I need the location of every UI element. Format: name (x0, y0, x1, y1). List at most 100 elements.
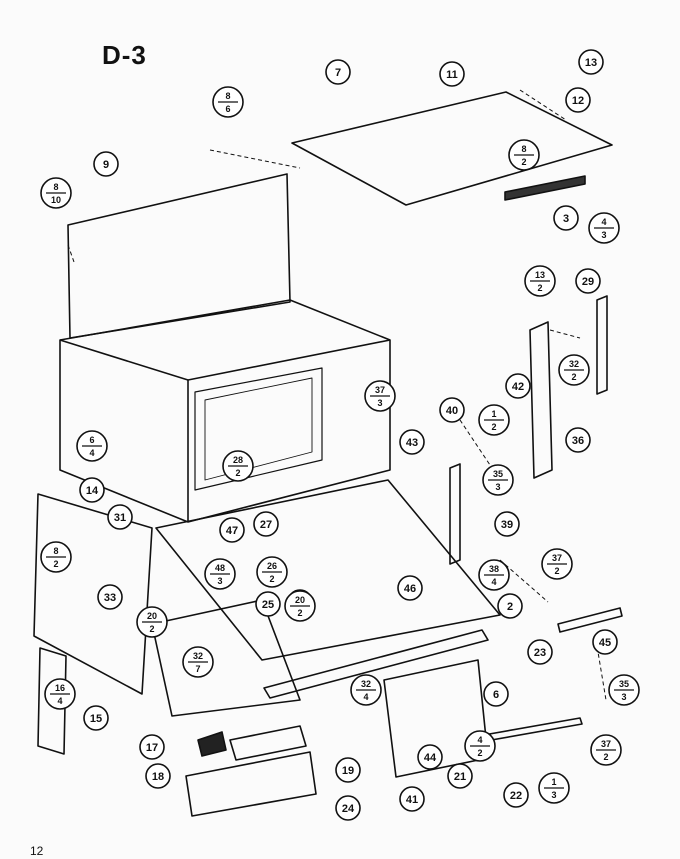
left-channel (449, 463, 461, 565)
callout-circle (335, 795, 361, 821)
callout-circle (483, 681, 509, 707)
callout-29: 29 (575, 268, 601, 294)
callout-8-6: 86 (212, 86, 244, 118)
base-pan (155, 479, 501, 661)
page-number: 12 (30, 844, 44, 858)
right-upright (529, 321, 553, 479)
callout-40: 40 (439, 397, 465, 423)
callout-quantity: 4 (89, 448, 94, 458)
callout-number: 37 (601, 739, 611, 749)
callout-number: 15 (90, 713, 102, 725)
callout-8-2-left: 82 (40, 541, 72, 573)
bottom-rail (263, 629, 489, 699)
cavity-opening (194, 367, 323, 491)
callout-number: 38 (489, 564, 499, 574)
callout-number: 31 (114, 512, 126, 524)
callout-number: 27 (260, 519, 272, 531)
callout-2: 2 (497, 593, 523, 619)
callout-circle (505, 373, 531, 399)
callout-quantity: 3 (217, 576, 222, 586)
callout-number: 1 (551, 777, 556, 787)
callout-7: 7 (325, 59, 351, 85)
callout-circle (335, 757, 361, 783)
callout-17: 17 (139, 734, 165, 760)
callout-8-10: 810 (40, 177, 72, 209)
callout-circle (97, 584, 123, 610)
callout-number: 26 (267, 561, 277, 571)
callout-quantity: 2 (521, 157, 526, 167)
callout-number: 8 (521, 144, 526, 154)
callout-4-2: 42 (464, 730, 496, 762)
callout-18: 18 (145, 763, 171, 789)
callout-33: 33 (97, 584, 123, 610)
callout-quantity: 2 (53, 559, 58, 569)
callout-number: 11 (446, 69, 458, 81)
callout-circle (575, 268, 601, 294)
callout-number: 2 (507, 601, 513, 613)
callout-number: 32 (569, 359, 579, 369)
callout-4-3: 43 (588, 212, 620, 244)
callout-quantity: 2 (297, 608, 302, 618)
cabinet-edge (59, 339, 189, 381)
callout-quantity: 10 (51, 195, 61, 205)
callout-circle (139, 734, 165, 760)
diagram-title: D-3 (102, 40, 147, 70)
callout-quantity: 2 (554, 566, 559, 576)
callout-15: 15 (83, 705, 109, 731)
callout-number: 46 (404, 583, 416, 595)
callout-number: 17 (146, 742, 158, 754)
callout-quantity: 4 (57, 696, 62, 706)
callout-12: 12 (565, 87, 591, 113)
callout-number: 32 (361, 679, 371, 689)
callout-quantity: 7 (195, 664, 200, 674)
callout-circle (399, 429, 425, 455)
callout-32-7: 327 (182, 646, 214, 678)
callout-37-2-right: 372 (590, 734, 622, 766)
callout-circle (578, 49, 604, 75)
callout-21: 21 (447, 763, 473, 789)
callout-circle (325, 59, 351, 85)
callout-circle (527, 639, 553, 665)
roller-assembly (229, 725, 307, 761)
callout-number: 16 (55, 683, 65, 693)
callout-number: 6 (493, 689, 499, 701)
callout-circle (503, 782, 529, 808)
callout-27: 27 (253, 511, 279, 537)
callout-number: 41 (406, 794, 418, 806)
callout-22: 22 (503, 782, 529, 808)
callout-number: 39 (501, 519, 513, 531)
callout-number: 6 (89, 435, 94, 445)
callout-41: 41 (399, 786, 425, 812)
callout-number: 13 (585, 57, 597, 69)
callout-circle (447, 763, 473, 789)
callout-number: 42 (512, 381, 524, 393)
callout-35-3-right: 353 (608, 674, 640, 706)
callout-number: 14 (86, 485, 99, 497)
callout-number: 35 (493, 469, 503, 479)
callout-43: 43 (399, 429, 425, 455)
callout-number: 40 (446, 405, 458, 417)
callout-circle (253, 511, 279, 537)
callout-number: 47 (226, 525, 238, 537)
callout-number: 4 (601, 217, 606, 227)
callout-36: 36 (565, 427, 591, 453)
callout-37-3: 373 (364, 380, 396, 412)
callout-number: 20 (147, 611, 157, 621)
callout-46: 46 (397, 575, 423, 601)
callout-circle (79, 477, 105, 503)
callout-circle (399, 786, 425, 812)
callout-quantity: 3 (601, 230, 606, 240)
cabinet-edge (187, 339, 391, 381)
callout-14: 14 (79, 477, 105, 503)
callout-20-2-mid: 202 (284, 590, 316, 622)
callout-circle (439, 61, 465, 87)
vertical-bracket (596, 295, 608, 395)
callout-quantity: 6 (225, 104, 230, 114)
callout-quantity: 3 (621, 692, 626, 702)
knob-part (197, 731, 227, 757)
callout-26-2: 262 (256, 556, 288, 588)
callout-number: 36 (572, 435, 584, 447)
callout-32-2-right: 322 (558, 354, 590, 386)
callout-quantity: 2 (477, 748, 482, 758)
